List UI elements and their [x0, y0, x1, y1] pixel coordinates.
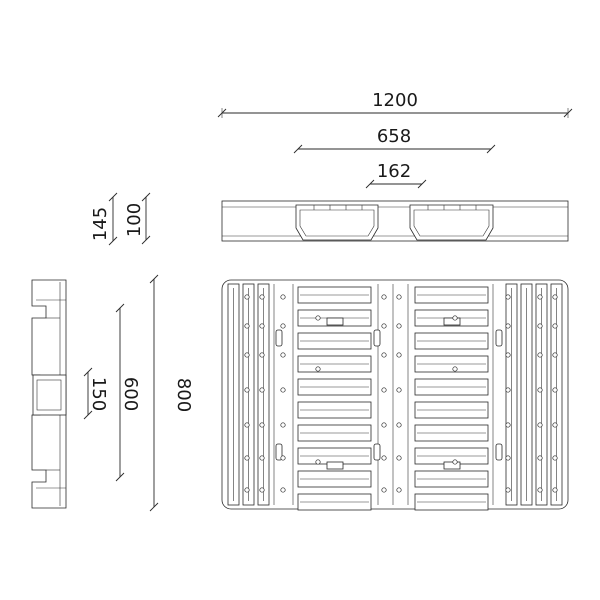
hole-40 — [505, 455, 511, 461]
hole-22 — [381, 323, 387, 329]
hole-54 — [552, 455, 558, 461]
hole-56 — [315, 315, 321, 321]
hole-34 — [396, 487, 402, 493]
dimension-150-label: 150 — [88, 377, 109, 411]
hole-28 — [396, 294, 402, 300]
hole-6 — [244, 487, 250, 493]
hole-9 — [259, 352, 265, 358]
hole-32 — [396, 422, 402, 428]
hole-37 — [505, 352, 511, 358]
dimension-658-label: 658 — [377, 126, 411, 147]
side-view-block — [32, 374, 67, 416]
dimension-100: 100 — [124, 192, 151, 245]
hole-7 — [259, 294, 265, 300]
hole-61 — [452, 459, 458, 465]
hole-0 — [244, 294, 250, 300]
latch-1 — [275, 443, 283, 461]
latch-3 — [373, 443, 381, 461]
front-fork-opening-left — [295, 204, 379, 241]
hole-49 — [552, 294, 558, 300]
latch-0 — [275, 329, 283, 347]
dimension-162-label: 162 — [377, 161, 411, 182]
dimension-150: 150 — [83, 367, 109, 420]
slot-2 — [326, 461, 344, 470]
hole-3 — [244, 387, 250, 393]
dimension-1200: 1200 — [217, 90, 573, 118]
dimension-800: 800 — [149, 274, 194, 512]
hole-29 — [396, 323, 402, 329]
latch-2 — [373, 329, 381, 347]
hole-12 — [259, 455, 265, 461]
hole-60 — [315, 459, 321, 465]
hole-19 — [280, 455, 286, 461]
hole-5 — [244, 455, 250, 461]
hole-51 — [552, 352, 558, 358]
latch-4 — [495, 329, 503, 347]
hole-53 — [552, 422, 558, 428]
hole-55 — [552, 487, 558, 493]
dimension-162: 162 — [365, 161, 427, 189]
hole-44 — [537, 352, 543, 358]
hole-18 — [280, 422, 286, 428]
dimension-145-label: 145 — [90, 207, 111, 241]
dimension-100-label: 100 — [124, 203, 145, 237]
hole-38 — [505, 387, 511, 393]
hole-24 — [381, 387, 387, 393]
front-fork-opening-right — [409, 204, 494, 241]
hole-45 — [537, 387, 543, 393]
hole-25 — [381, 422, 387, 428]
hole-46 — [537, 422, 543, 428]
hole-27 — [381, 487, 387, 493]
slot-0 — [326, 317, 344, 326]
dimension-600-label: 600 — [120, 377, 141, 411]
hole-4 — [244, 422, 250, 428]
hole-50 — [552, 323, 558, 329]
dimension-600: 600 — [115, 303, 141, 482]
hole-21 — [381, 294, 387, 300]
latch-5 — [495, 443, 503, 461]
hole-41 — [505, 487, 511, 493]
hole-52 — [552, 387, 558, 393]
hole-20 — [280, 487, 286, 493]
front-view — [221, 200, 569, 242]
hole-15 — [280, 323, 286, 329]
hole-16 — [280, 352, 286, 358]
hole-8 — [259, 323, 265, 329]
hole-43 — [537, 323, 543, 329]
dimension-1200-label: 1200 — [372, 90, 418, 111]
hole-58 — [315, 366, 321, 372]
hole-59 — [452, 366, 458, 372]
slot-1 — [443, 317, 461, 326]
hole-17 — [280, 387, 286, 393]
hole-2 — [244, 352, 250, 358]
hole-10 — [259, 387, 265, 393]
hole-33 — [396, 455, 402, 461]
hole-23 — [381, 352, 387, 358]
hole-13 — [259, 487, 265, 493]
dimension-145: 145 — [90, 192, 118, 246]
hole-30 — [396, 352, 402, 358]
dimension-658: 658 — [293, 126, 496, 154]
hole-35 — [505, 294, 511, 300]
dimension-800-label: 800 — [173, 378, 194, 412]
slot-3 — [443, 461, 461, 470]
hole-11 — [259, 422, 265, 428]
hole-1 — [244, 323, 250, 329]
hole-26 — [381, 455, 387, 461]
side-view — [31, 279, 67, 509]
hole-42 — [537, 294, 543, 300]
hole-14 — [280, 294, 286, 300]
hole-57 — [452, 315, 458, 321]
hole-36 — [505, 323, 511, 329]
hole-47 — [537, 455, 543, 461]
top-view — [221, 279, 569, 511]
hole-39 — [505, 422, 511, 428]
hole-48 — [537, 487, 543, 493]
hole-31 — [396, 387, 402, 393]
